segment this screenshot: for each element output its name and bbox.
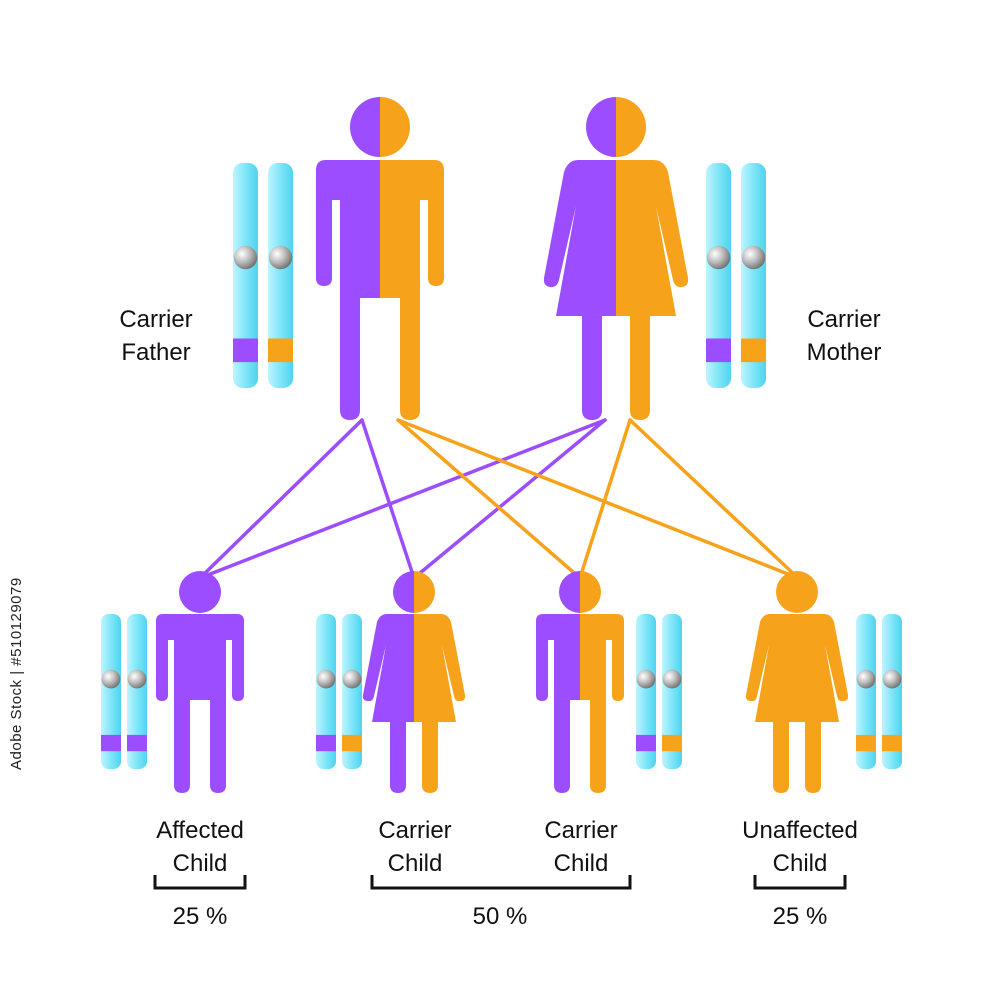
unaffected-child-chromosomes [856, 614, 902, 769]
child-label-line2: Child [130, 847, 270, 880]
allele-band [316, 735, 336, 751]
line-mother-to-carrier-boy [580, 420, 630, 578]
allele-band [882, 735, 902, 751]
child-label-line1: Affected [130, 814, 270, 847]
child-label-line2: Child [345, 847, 485, 880]
child-label-line1: Carrier [345, 814, 485, 847]
child-label-line1: Unaffected [715, 814, 885, 847]
child-label-line2: Child [511, 847, 651, 880]
mother-figure [544, 97, 688, 420]
centromere [343, 670, 362, 689]
line-mother-to-unaffected [630, 420, 798, 578]
allele-band [662, 735, 682, 751]
allele-band [268, 339, 293, 363]
allele-band [706, 339, 731, 363]
father-figure [316, 97, 444, 420]
carrier-probability: 50 % [440, 900, 560, 933]
allele-band [636, 735, 656, 751]
allele-band [741, 339, 766, 363]
centromere [663, 670, 682, 689]
father-label-line2: Father [104, 336, 208, 369]
allele-band [342, 735, 362, 751]
line-father-to-carrier-boy [398, 420, 580, 578]
line-father-to-unaffected [398, 420, 798, 578]
mother-label-line1: Carrier [792, 303, 896, 336]
affected-probability: 25 % [140, 900, 260, 933]
carrier-boy-label: Carrier Child [511, 814, 651, 880]
centromere [102, 670, 121, 689]
allele-band [233, 339, 258, 363]
centromere [857, 670, 876, 689]
carrier-boy-chromosomes [636, 614, 682, 769]
centromere [637, 670, 656, 689]
unaffected-child-label: Unaffected Child [715, 814, 885, 880]
carrier-girl-figure [363, 571, 465, 793]
carrier-mother-label: Carrier Mother [792, 303, 896, 369]
affected-child-chromosomes [101, 614, 147, 769]
allele-band [856, 735, 876, 751]
affected-child-label: Affected Child [130, 814, 270, 880]
affected-child-figure [156, 571, 244, 793]
allele-band [101, 735, 121, 751]
line-father-to-affected [200, 420, 362, 578]
child-label-line1: Carrier [511, 814, 651, 847]
unaffected-probability: 25 % [740, 900, 860, 933]
centromere [317, 670, 336, 689]
carrier-father-label: Carrier Father [104, 303, 208, 369]
centromere [883, 670, 902, 689]
centromere [234, 246, 258, 270]
unaffected-child-figure [746, 571, 848, 793]
child-label-line2: Child [715, 847, 885, 880]
mother-label-line2: Mother [792, 336, 896, 369]
line-mother-to-carrier-girl [414, 420, 605, 578]
centromere [742, 246, 766, 270]
stock-watermark: Adobe Stock | #510129079 [8, 577, 25, 770]
mother-chromosomes [706, 163, 766, 388]
inheritance-lines [200, 420, 798, 578]
carrier-girl-label: Carrier Child [345, 814, 485, 880]
allele-band [127, 735, 147, 751]
carrier-boy-figure [536, 571, 624, 793]
centromere [707, 246, 731, 270]
centromere [128, 670, 147, 689]
father-label-line1: Carrier [104, 303, 208, 336]
carrier-girl-chromosomes [316, 614, 362, 769]
father-chromosomes [233, 163, 293, 388]
centromere [269, 246, 293, 270]
line-mother-to-affected [200, 420, 605, 578]
